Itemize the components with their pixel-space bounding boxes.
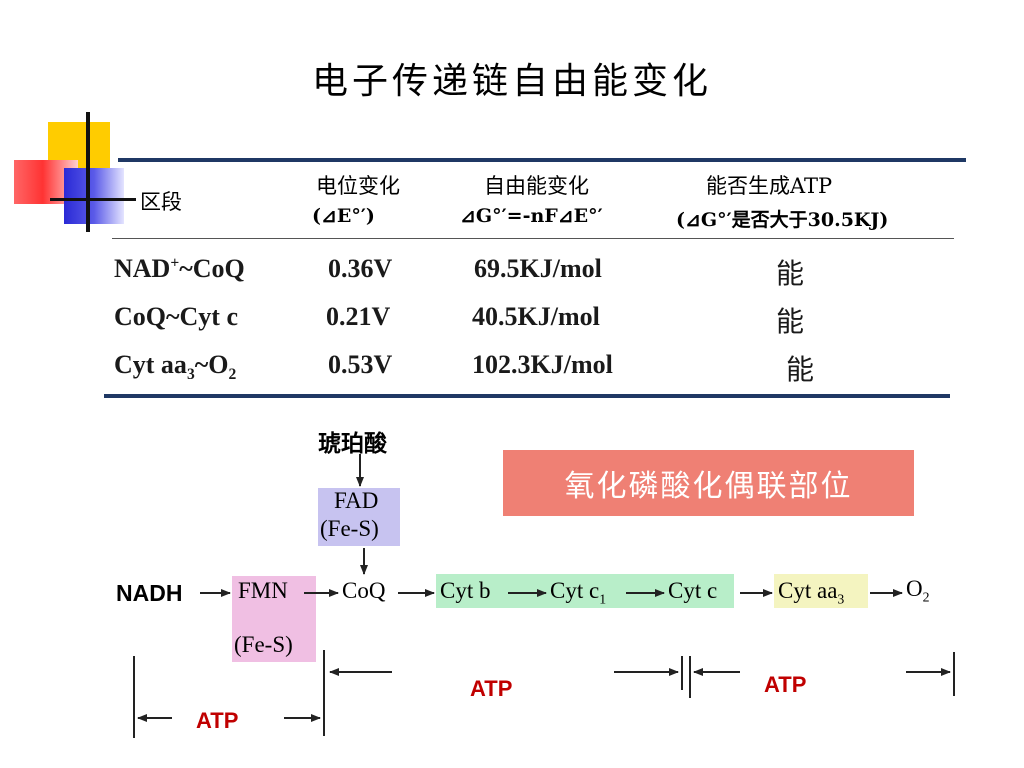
table-row-potential: 0.21V: [326, 302, 391, 331]
header-atp-criterion: (⊿G°′是否大于30.5KJ): [676, 209, 889, 231]
atp-label-1: ATP: [196, 708, 239, 733]
table-row-segment: Cyt aa3~O2: [114, 350, 237, 384]
coq-label: CoQ: [342, 578, 386, 603]
table-row-atp: 能: [776, 305, 805, 338]
header-segment: 区段: [140, 190, 182, 214]
fmn-box: [232, 576, 316, 662]
decor-blue-square: [64, 168, 124, 224]
cytc1-label: Cyt c1: [550, 578, 607, 607]
page-title: 电子传递链自由能变化: [311, 61, 712, 102]
table-row-energy: 102.3KJ/mol: [472, 350, 613, 379]
table-top-rule: [118, 158, 966, 162]
fad-label: FAD: [334, 488, 379, 513]
o2-label: O2: [906, 576, 930, 605]
header-energy: 自由能变化: [484, 174, 589, 198]
table-header-rule: [112, 238, 954, 239]
atp-label-3: ATP: [764, 672, 807, 697]
decor-vertical-line: [86, 112, 90, 232]
cytochrome-green-box: [436, 574, 734, 608]
table-row-segment: NAD+~CoQ: [114, 254, 245, 283]
coupling-sites-label: 氧化磷酸化偶联部位: [503, 450, 914, 516]
table-row-segment: CoQ~Cyt c: [114, 302, 238, 331]
table-row-energy: 40.5KJ/mol: [472, 302, 600, 331]
cytaa3-label: Cyt aa3: [778, 578, 845, 607]
table-row-atp: 能: [776, 257, 805, 290]
fmn-fes-label: (Fe-S): [234, 632, 293, 657]
table-row-potential: 0.53V: [328, 350, 393, 379]
table-row-atp: 能: [786, 353, 815, 386]
atp-label-2: ATP: [470, 676, 513, 701]
table-row-energy: 69.5KJ/mol: [474, 254, 602, 283]
succinate-label: 琥珀酸: [318, 431, 387, 457]
header-potential: 电位变化: [316, 174, 400, 198]
header-atp: 能否生成ATP: [706, 174, 833, 198]
nadh-label: NADH: [116, 580, 183, 606]
fad-box: [318, 488, 400, 546]
table-bottom-rule: [104, 394, 950, 398]
cytc-label: Cyt c: [668, 578, 718, 603]
fad-fes-label: (Fe-S): [320, 516, 379, 541]
fmn-label: FMN: [238, 578, 288, 603]
header-potential-formula: (⊿E°′): [312, 205, 375, 227]
header-energy-formula: ⊿G°′=-nF⊿E°′: [460, 205, 603, 227]
cytaa3-box: [774, 574, 868, 608]
cytb-label: Cyt b: [440, 578, 491, 603]
table-row-potential: 0.36V: [328, 254, 393, 283]
decor-horizontal-line: [50, 198, 136, 201]
